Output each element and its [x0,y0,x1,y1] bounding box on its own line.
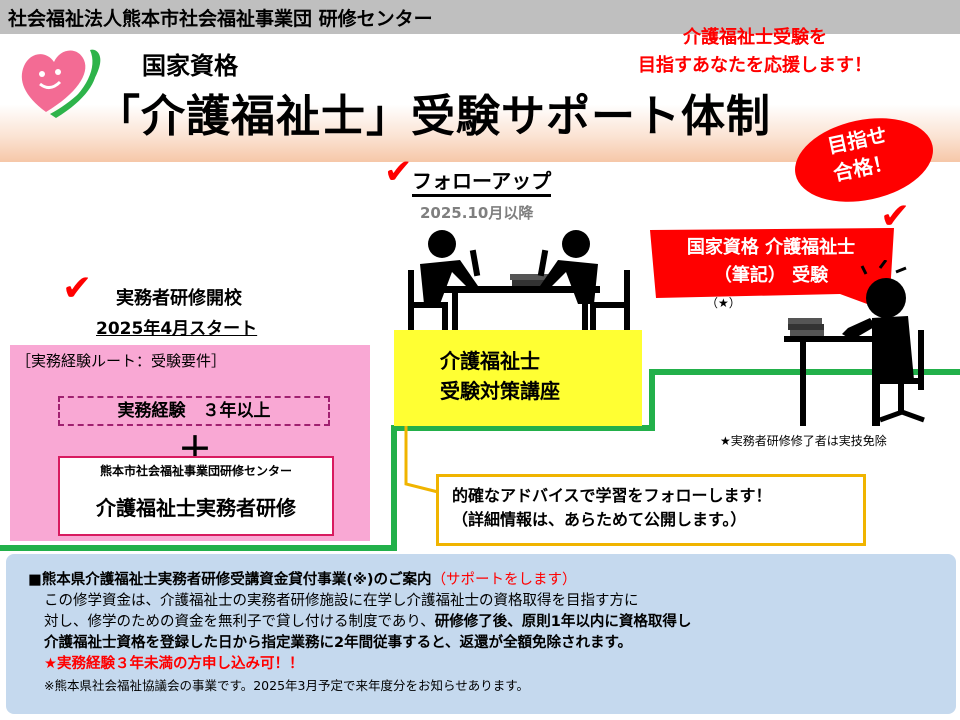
support-message: 介護福祉士受験を 目指すあなたを応援します！ [560,24,950,80]
exam-star: （★） [706,296,741,310]
page-title: 「介護福祉士」受験サポート体制 [96,91,771,142]
check-icon: ✔ [384,152,413,192]
callout-line1: 的確なアドバイスで学習をフォローします！ [452,486,772,505]
course-name: 介護福祉士 受験対策講座 [440,346,560,406]
check-icon: ✔ [62,268,93,309]
training-name: 介護福祉士実務者研修 [96,496,296,520]
exam-line1: 国家資格 介護福祉士 [686,237,856,258]
training-org: 熊本市社会福祉事業団研修センター [99,464,292,478]
header-bar [0,0,960,34]
heart-logo-icon [21,49,101,118]
route-label: ［実務経験ルート：受験要件］ [16,352,227,370]
exemption-note: ★実務者研修修了者は実技免除 [720,434,887,448]
loan-info-panel [6,554,956,714]
training-start-date: 2025年4月スタート [96,319,258,339]
course-line2: 受験対策講座 [440,379,560,403]
training-box [58,456,334,536]
exam-banner-shape [650,228,894,308]
advice-callout [436,474,866,546]
training-heading: 実務者研修開校 [116,288,242,309]
followup-date: 2025.10月以降 [420,204,534,222]
followup-title: フォローアップ [412,168,552,197]
loan-heading: ■熊本県介護福祉士実務者研修受講資金貸付事業(※)のご案内 [28,572,432,588]
loan-line1: この修学資金は、介護福祉士の実務者研修施設に在学し介護福祉士の資格取得を目指す方… [44,593,639,609]
loan-info-text: ■熊本県介護福祉士実務者研修受講資金貸付事業(※)のご案内（サポートをします） … [28,570,691,696]
exam-line2: （筆記） 受験 [713,265,829,286]
course-line1: 介護福祉士 [440,349,540,373]
advice-callout-text: 的確なアドバイスで学習をフォローします！ （詳細情報は、あらためて公開します。） [452,484,772,532]
exam-text: 国家資格 介護福祉士 （筆記） 受験 [660,234,882,290]
check-icon: ✔ [880,196,911,237]
loan-line4: ★実務経験３年未満の方申し込み可！！ [44,656,304,672]
exam-taker-icon [784,260,925,426]
experience-requirement: 実務経験 ３年以上 [58,396,330,426]
support-message-line2: 目指すあなたを応援します！ [638,55,872,76]
loan-heading-row: ■熊本県介護福祉士実務者研修受講資金貸付事業(※)のご案内（サポートをします） [28,570,691,591]
title-band [0,34,960,162]
loan-line2-row: 対し、修学のための資金を無利子で貸し付ける制度であり、研修修了後、原則1年以内に… [28,612,691,633]
org-title: 社会福祉法人熊本市社会福祉事業団 研修センター [8,8,433,30]
loan-heading-note: （サポートをします） [431,572,577,588]
course-panel [394,330,642,426]
loan-line2a: 対し、修学のための資金を無利子で貸し付ける制度であり、 [44,614,435,630]
loan-line3: 介護福祉士資格を登録した日から指定業務に2年間従事すると、返還が全額免除されます… [44,635,633,651]
loan-line2b: 研修修了後、原則1年以内に資格取得し [434,614,692,630]
support-message-line1: 介護福祉士受験を [683,27,827,48]
callout-line2: （詳細情報は、あらためて公開します。） [452,510,747,529]
aim-badge-shape [795,118,933,202]
loan-line5: ※熊本県社会福祉協議会の事業です。2025年3月予定で来年度分をお知らせあります… [44,678,529,693]
title-small: 国家資格 [142,52,238,80]
